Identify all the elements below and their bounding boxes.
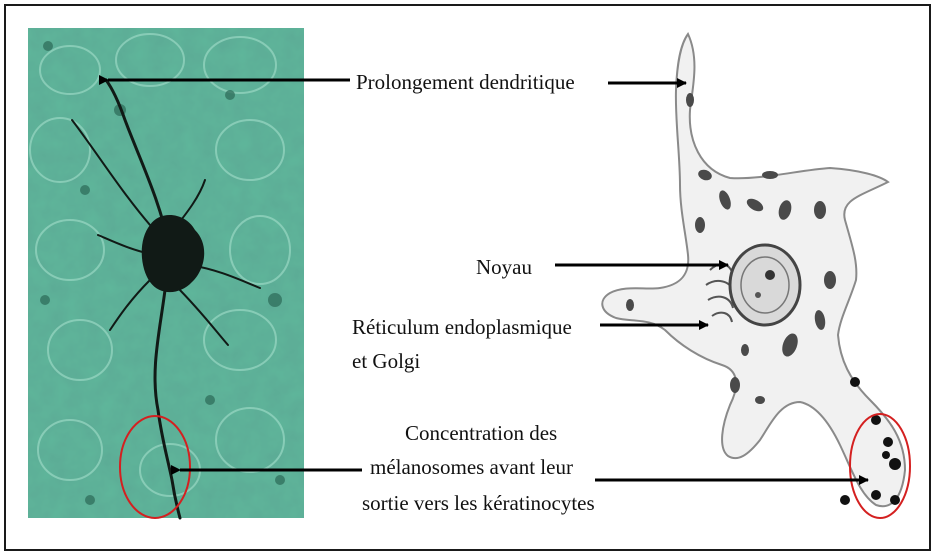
- label-concentration-line1: Concentration des: [405, 421, 557, 445]
- label-concentration-line2: mélanosomes avant leur: [370, 455, 573, 479]
- schematic-cell: [602, 34, 910, 518]
- label-prolongement: Prolongement dendritique: [356, 70, 575, 94]
- nucleus: [730, 245, 800, 325]
- micrograph: [28, 28, 304, 518]
- label-reticulum-line2: et Golgi: [352, 349, 420, 373]
- label-noyau: Noyau: [476, 255, 532, 279]
- label-concentration-line3: sortie vers les kératinocytes: [362, 491, 595, 515]
- label-reticulum-line1: Réticulum endoplasmique: [352, 315, 572, 339]
